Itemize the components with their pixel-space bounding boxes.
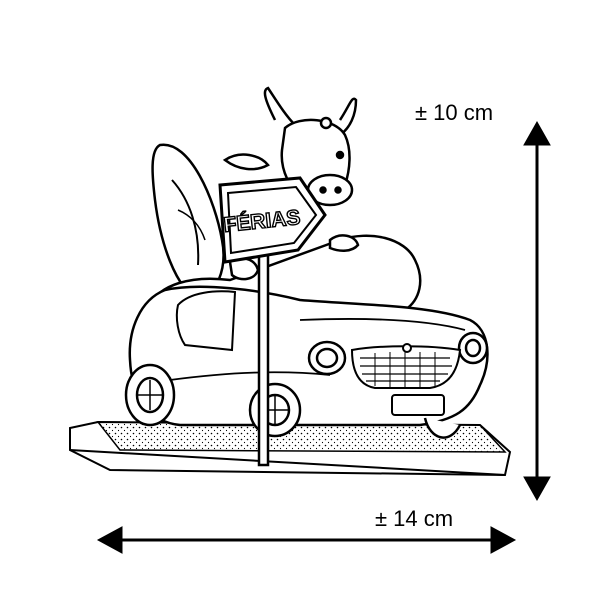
- license-plate: [391, 394, 445, 416]
- front-wheel: [248, 382, 302, 438]
- grille: [350, 343, 462, 389]
- right-front-wheel: [423, 417, 462, 439]
- headlight-right: [457, 331, 489, 365]
- surfboard: [151, 143, 225, 302]
- width-label: ± 14 cm: [375, 506, 454, 531]
- rear-wheel: [124, 363, 176, 427]
- height-label: ± 10 cm: [415, 100, 494, 125]
- headlight-left: [307, 340, 347, 376]
- width-dimension-arrow: [96, 526, 517, 554]
- height-dimension-arrow: [523, 120, 551, 502]
- base-plate: [69, 420, 512, 477]
- ferias-sign: FÉRIAS: [218, 176, 327, 264]
- sign-post: [257, 248, 270, 467]
